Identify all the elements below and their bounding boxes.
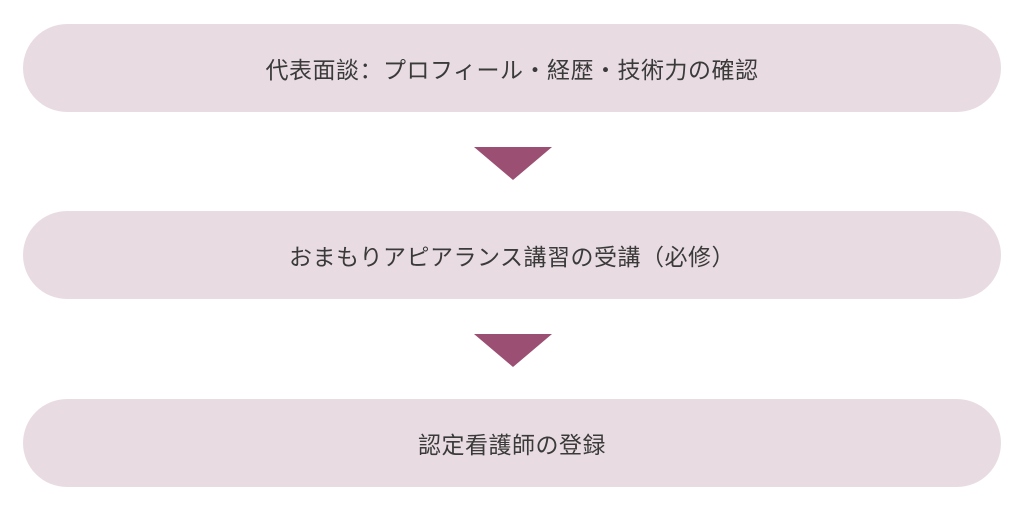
flow-step-training: おまもりアピアランス講習の受講（必修） xyxy=(23,211,1001,299)
flow-step-label: 認定看護師の登録 xyxy=(418,433,606,459)
flow-step-interview: 代表面談：プロフィール・経歴・技術力の確認 xyxy=(23,24,1001,112)
down-arrow-icon xyxy=(474,147,552,180)
flow-step-label: おまもりアピアランス講習の受講（必修） xyxy=(288,245,736,271)
flow-step-label: 代表面談：プロフィール・経歴・技術力の確認 xyxy=(265,58,759,84)
down-arrow-icon xyxy=(474,334,552,367)
flow-step-registration: 認定看護師の登録 xyxy=(23,399,1001,487)
